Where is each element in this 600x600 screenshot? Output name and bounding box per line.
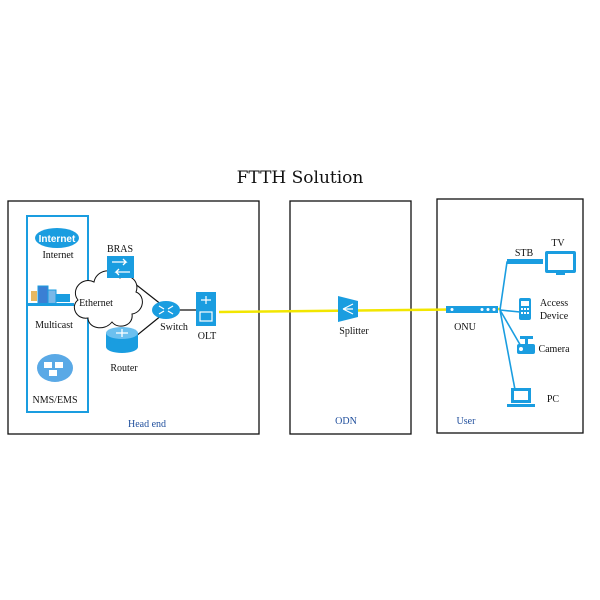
multicast-label: Multicast [35,320,73,331]
onu-icon [446,306,498,313]
internet-badge-label: Internet [39,234,76,245]
olt-icon [196,292,216,326]
head-end-box [7,200,260,435]
section-label-odn: ODN [335,416,357,427]
camera-label: Camera [538,344,570,355]
onu-label: ONU [454,322,476,333]
switch-icon [152,301,180,319]
tv-icon [545,251,576,275]
stb-icon [507,259,543,264]
bras-label: BRAS [107,244,133,255]
router-label: Router [110,363,138,374]
diagram-title: FTTH Solution [236,168,364,188]
monitor-icon [37,354,73,382]
bras-icon [107,256,134,278]
access-device-label-1: Access [540,298,568,309]
internet-badge-icon: Internet [35,228,79,248]
user-box [436,198,584,434]
splitter-icon [338,296,358,322]
camera-icon [517,336,535,354]
splitter-label: Splitter [339,326,369,337]
user-links [499,261,538,396]
tv-label: TV [551,238,565,249]
server-icon [28,285,74,306]
access-device-label-2: Device [540,311,569,322]
internet-label: Internet [42,250,73,261]
section-label-user: User [457,416,477,427]
stb-label: STB [515,248,534,259]
nms-label: NMS/EMS [32,395,77,406]
phone-icon [519,298,531,320]
olt-label: OLT [198,331,217,342]
router-icon [106,327,138,353]
pc-label: PC [547,394,560,405]
ethernet-label: Ethernet [79,298,113,309]
section-label-head-end: Head end [128,419,166,430]
odn-box [289,200,412,435]
pc-icon [507,388,535,407]
cloud-icon [73,270,143,329]
switch-label: Switch [160,322,188,333]
